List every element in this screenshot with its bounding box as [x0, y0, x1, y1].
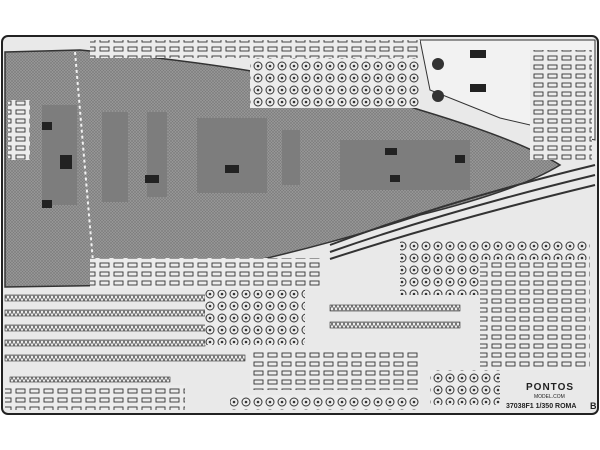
small-parts-top — [90, 40, 592, 160]
brand-logo: PONTOS — [526, 382, 575, 393]
product-code: 37038F1 1/350 ROMA — [506, 403, 577, 410]
rails-right — [329, 164, 596, 405]
main-deck-part — [4, 49, 562, 288]
sheet-letter: B — [590, 401, 597, 411]
small-parts-middle — [5, 100, 420, 410]
brand-website: MODEL.COM — [534, 394, 565, 400]
